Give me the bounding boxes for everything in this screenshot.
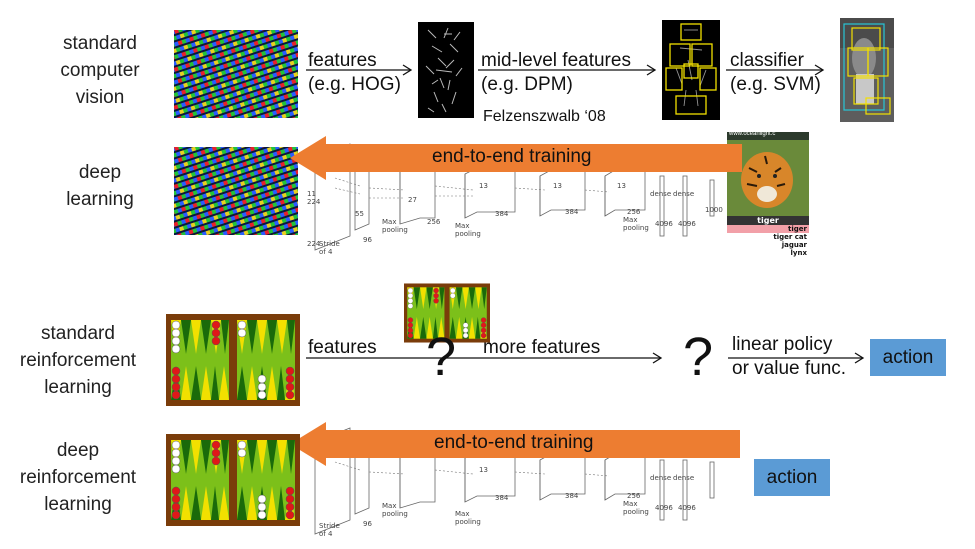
banner-label: end-to-end training <box>434 432 594 453</box>
row-label-line: deep <box>78 162 122 183</box>
row-label-deep-learning: deep learning <box>40 159 160 213</box>
net-label-dense: dense <box>673 190 694 198</box>
net-label-dense: dense <box>650 474 671 482</box>
classifier-output-header: tiger <box>727 216 809 225</box>
net-label-384: 384 <box>495 210 509 218</box>
net-label-maxpool: Max <box>455 222 469 230</box>
row-label-line: learning <box>44 494 112 515</box>
end-to-end-banner-arrow <box>290 422 740 466</box>
net-label-1000: 1000 <box>705 206 723 214</box>
question-mark: ? <box>683 327 714 387</box>
net-label-4096: 4096 <box>678 220 696 228</box>
arrow <box>478 64 657 76</box>
row-label-line: learning <box>44 377 112 398</box>
step-features-label: features (e.g. HOG) <box>308 50 401 95</box>
row-label-standard-rl: standard reinforcement learning <box>8 320 148 401</box>
row-label-line: standard <box>63 33 137 54</box>
net-label-96: 96 <box>363 236 372 244</box>
question-mark: ? <box>426 327 457 387</box>
net-label-maxpool: pooling <box>623 224 649 232</box>
action-box-standard: action <box>870 339 946 376</box>
net-label-maxpool: pooling <box>455 518 481 526</box>
net-label-4096: 4096 <box>655 220 673 228</box>
citation: Felzenszwalb ‘08 <box>483 108 606 125</box>
classifier-output-row: lynx <box>790 249 807 257</box>
input-image-pattern <box>174 30 298 118</box>
rl-more-features-label: more features <box>483 337 601 358</box>
cnn-architecture-diagram: 11 224 224 Stride of 4 55 96 Max pooling… <box>307 143 723 256</box>
row-label-line: deep <box>56 440 100 461</box>
net-label-13: 13 <box>479 466 488 474</box>
net-label-stride: Stride <box>319 522 340 530</box>
row-label-line: reinforcement <box>19 350 137 371</box>
net-label-4096: 4096 <box>655 504 673 512</box>
net-label-224: 224 <box>307 198 321 206</box>
net-label-dense: dense <box>650 190 671 198</box>
net-label-maxpool: pooling <box>382 226 408 234</box>
arrow <box>728 352 865 364</box>
row-label-line: learning <box>66 189 134 210</box>
rl-policy-label: linear policy or value func. <box>732 334 847 379</box>
hog-feature-image <box>418 22 474 118</box>
net-label-13: 13 <box>479 182 488 190</box>
image-caption: www.oceanlight.c <box>729 131 776 137</box>
net-label-256: 256 <box>627 492 641 500</box>
input-image-pattern <box>174 147 298 235</box>
net-label-13: 13 <box>617 182 626 190</box>
arrow <box>306 352 663 364</box>
net-label-maxpool: Max <box>382 502 396 510</box>
dpm-part-model-image <box>662 20 720 120</box>
net-label-maxpool: pooling <box>623 508 649 516</box>
net-label-4096: 4096 <box>678 504 696 512</box>
cnn-architecture-diagram: Stride of 4 96 Max pooling Max pooling 1… <box>314 427 715 538</box>
row-label-line: computer <box>60 60 140 81</box>
net-label-11: 11 <box>307 190 316 198</box>
net-label-384: 384 <box>565 492 579 500</box>
banner-label: end-to-end training <box>432 146 592 167</box>
arrow <box>726 64 825 76</box>
end-to-end-banner-arrow <box>290 136 742 180</box>
net-label-maxpool: Max <box>623 500 637 508</box>
row-label-line: reinforcement <box>19 467 137 488</box>
net-label-maxpool: Max <box>455 510 469 518</box>
net-label-13: 13 <box>553 182 562 190</box>
classifier-output-row: tiger <box>727 225 809 233</box>
net-label-stride: of 4 <box>319 248 333 256</box>
net-label-maxpool: pooling <box>455 230 481 238</box>
net-label-384: 384 <box>565 208 579 216</box>
net-label-27: 27 <box>408 196 417 204</box>
net-label-dense: dense <box>673 474 694 482</box>
classifier-output-table: tiger tiger tiger cat jaguar lynx <box>727 216 809 258</box>
net-label-224: 224 <box>307 240 321 248</box>
rl-features-label: features <box>308 337 377 358</box>
net-label-stride: Stride <box>319 240 340 248</box>
action-box-deep: action <box>754 459 830 496</box>
net-label-384: 384 <box>495 494 509 502</box>
net-label-maxpool: pooling <box>382 510 408 518</box>
arrow <box>306 64 413 76</box>
row-label-deep-rl: deep reinforcement learning <box>8 437 148 518</box>
net-label-256: 256 <box>627 208 641 216</box>
step-mid-level-label: mid-level features (e.g. DPM) <box>481 50 631 95</box>
row-label-standard-cv: standard computer vision <box>40 30 160 111</box>
classifier-output-row: jaguar <box>781 241 807 249</box>
row-label-line: standard <box>41 323 115 344</box>
detection-photo <box>840 18 894 122</box>
row-label-line: vision <box>75 87 125 108</box>
net-label-96: 96 <box>363 520 372 528</box>
classifier-output-row: tiger cat <box>773 233 807 241</box>
net-label-256: 256 <box>427 218 441 226</box>
backgammon-board <box>165 433 301 527</box>
net-label-maxpool: Max <box>382 218 396 226</box>
net-label-stride: of 4 <box>319 530 333 538</box>
step-classifier-label: classifier (e.g. SVM) <box>730 50 821 95</box>
net-label-maxpool: Max <box>623 216 637 224</box>
net-label-55: 55 <box>355 210 364 218</box>
backgammon-board <box>165 313 301 407</box>
